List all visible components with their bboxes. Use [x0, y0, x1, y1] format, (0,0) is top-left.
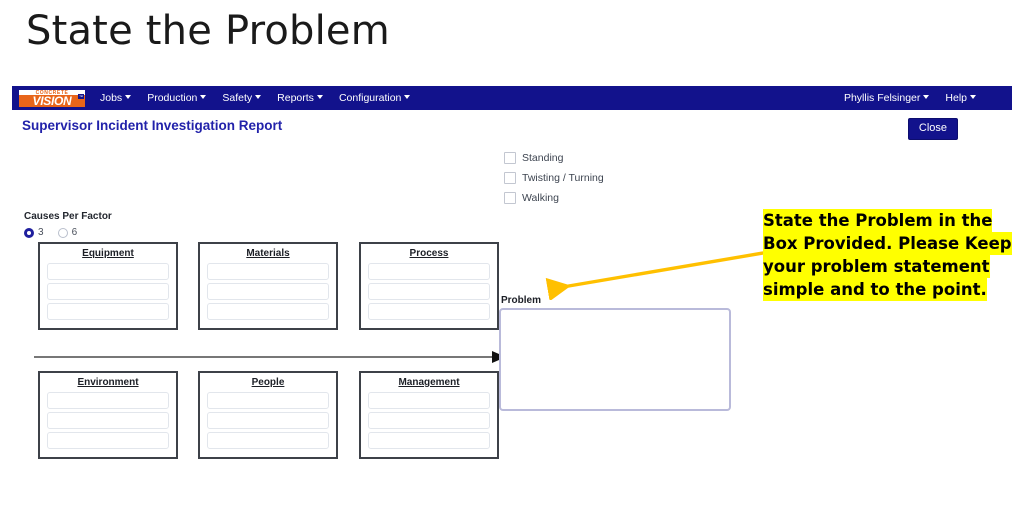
- user-menu-label: Phyllis Felsinger: [843, 92, 921, 104]
- callout-line-1: State the Problem in the: [763, 209, 993, 232]
- factor-input-equipment-3[interactable]: [47, 303, 169, 320]
- checkbox-standing[interactable]: [504, 152, 516, 164]
- factor-input-management-3[interactable]: [368, 432, 490, 449]
- checkbox-walking-label: Walking: [522, 192, 559, 204]
- nav-item-safety-label: Safety: [222, 92, 253, 104]
- chevron-down-icon: [970, 95, 976, 99]
- clipped-text-left: [512, 111, 632, 115]
- nav-item-reports-label: Reports: [277, 92, 314, 104]
- factor-input-materials-3[interactable]: [207, 303, 329, 320]
- causes-per-factor-group: Causes Per Factor 3 6: [24, 211, 112, 238]
- nav-item-configuration[interactable]: Configuration: [338, 92, 411, 104]
- callout-line-3: your problem statement: [763, 255, 990, 278]
- factor-input-people-1[interactable]: [207, 392, 329, 409]
- factor-title-environment: Environment: [77, 377, 139, 388]
- chevron-down-icon: [255, 95, 262, 99]
- factor-input-process-2[interactable]: [368, 283, 490, 300]
- logo-top-word: CONCRETE: [19, 89, 85, 96]
- fishbone-spine-arrow-icon: [34, 351, 506, 363]
- factor-input-equipment-1[interactable]: [47, 263, 169, 280]
- radio-option-3[interactable]: 3: [24, 227, 44, 238]
- factor-box-process: Process: [359, 242, 499, 330]
- factor-title-management: Management: [398, 377, 460, 388]
- radio-6[interactable]: [57, 227, 68, 238]
- navigation-right-group: Phyllis Felsinger Help: [844, 92, 1012, 104]
- logo-main-word: VISION: [19, 94, 85, 107]
- chevron-down-icon: [923, 95, 930, 99]
- chevron-down-icon: [316, 95, 323, 99]
- nav-item-jobs[interactable]: Jobs: [100, 92, 132, 104]
- callout-line-4: simple and to the point.: [763, 278, 987, 301]
- checkbox-row-walking[interactable]: Walking: [504, 188, 604, 208]
- causes-per-factor-label: Causes Per Factor: [24, 211, 112, 222]
- factor-input-environment-1[interactable]: [47, 392, 169, 409]
- radio-option-6[interactable]: 6: [57, 227, 78, 238]
- close-button[interactable]: Close: [907, 118, 958, 140]
- callout-line-2: Box Provided. Please Keep: [763, 232, 1012, 255]
- factor-box-people: People: [198, 371, 338, 459]
- radio-3[interactable]: [24, 227, 34, 238]
- checkbox-row-standing[interactable]: Standing: [504, 148, 604, 168]
- factor-box-environment: Environment: [38, 371, 178, 459]
- chevron-down-icon: [125, 95, 132, 99]
- concrete-vision-logo[interactable]: CONCRETE VISION ™: [18, 88, 86, 108]
- nav-item-production[interactable]: Production: [147, 92, 207, 104]
- factor-input-equipment-2[interactable]: [47, 283, 169, 300]
- page-title: Supervisor Incident Investigation Report: [22, 118, 283, 133]
- chevron-down-icon: [200, 95, 207, 99]
- factor-box-management: Management: [359, 371, 499, 459]
- clipped-text-right: [764, 111, 844, 115]
- checkbox-row-twisting-turning[interactable]: Twisting / Turning: [504, 168, 604, 188]
- logo-trademark-icon: ™: [78, 93, 84, 99]
- factor-title-process: Process: [409, 248, 449, 259]
- factor-input-materials-2[interactable]: [207, 283, 329, 300]
- nav-item-production-label: Production: [147, 92, 198, 104]
- factor-input-environment-2[interactable]: [47, 412, 169, 429]
- instruction-callout: State the Problem in the Box Provided. P…: [763, 209, 1012, 301]
- factor-title-equipment: Equipment: [82, 248, 134, 259]
- navigation-menu: Jobs Production Safety Reports Configura…: [100, 92, 426, 104]
- factor-input-process-1[interactable]: [368, 263, 490, 280]
- checkbox-twisting-turning-label: Twisting / Turning: [522, 172, 604, 184]
- factor-input-management-1[interactable]: [368, 392, 490, 409]
- factor-input-materials-1[interactable]: [207, 263, 329, 280]
- factor-title-people: People: [251, 377, 285, 388]
- nav-item-configuration-label: Configuration: [338, 92, 402, 104]
- help-menu[interactable]: Help: [945, 92, 976, 104]
- activity-checkbox-group: Standing Twisting / Turning Walking: [504, 148, 604, 208]
- factor-input-people-3[interactable]: [207, 432, 329, 449]
- problem-label: Problem: [501, 295, 542, 306]
- nav-item-jobs-label: Jobs: [100, 92, 123, 104]
- help-menu-label: Help: [945, 92, 967, 104]
- checkbox-standing-label: Standing: [522, 152, 564, 164]
- radio-3-label: 3: [38, 227, 44, 238]
- factor-input-management-2[interactable]: [368, 412, 490, 429]
- nav-item-safety[interactable]: Safety: [222, 92, 262, 104]
- checkbox-twisting-turning[interactable]: [504, 172, 516, 184]
- factor-input-environment-3[interactable]: [47, 432, 169, 449]
- problem-input[interactable]: [499, 308, 731, 411]
- factor-input-process-3[interactable]: [368, 303, 490, 320]
- factor-input-people-2[interactable]: [207, 412, 329, 429]
- factor-title-materials: Materials: [246, 248, 290, 259]
- top-navigation-bar: CONCRETE VISION ™ Jobs Production Safety…: [12, 86, 1012, 110]
- factor-box-materials: Materials: [198, 242, 338, 330]
- chevron-down-icon: [404, 95, 411, 99]
- checkbox-walking[interactable]: [504, 192, 516, 204]
- slide-title: State the Problem: [26, 8, 390, 54]
- factor-box-equipment: Equipment: [38, 242, 178, 330]
- causes-per-factor-options: 3 6: [24, 227, 112, 238]
- nav-item-reports[interactable]: Reports: [277, 92, 323, 104]
- radio-6-label: 6: [71, 227, 78, 238]
- user-menu[interactable]: Phyllis Felsinger: [843, 92, 930, 104]
